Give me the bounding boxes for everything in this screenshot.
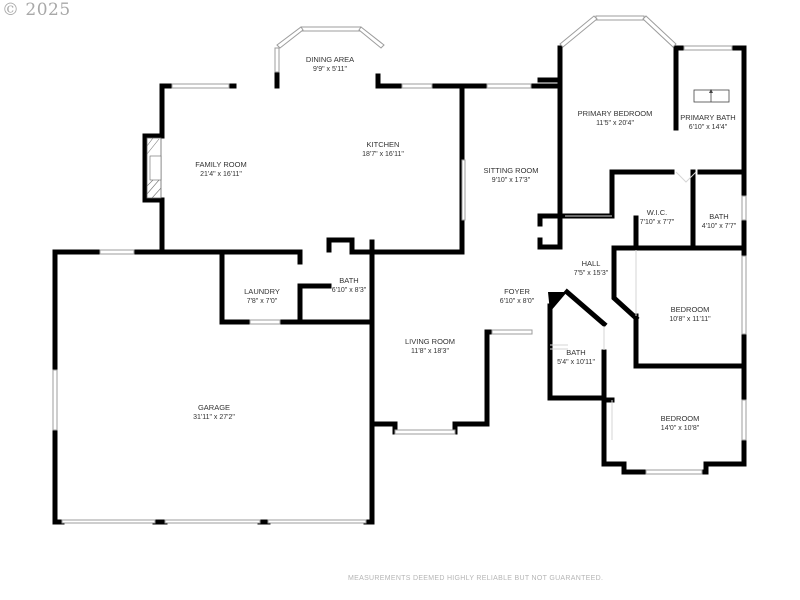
room-dimensions: 7'8" x 7'0"	[246, 298, 278, 305]
fireplace-icon	[146, 137, 162, 199]
room-dimensions: 6'10" x 8'3"	[331, 287, 367, 294]
room-dining-area: DINING AREA 9'9" x 5'11"	[306, 55, 354, 75]
room-dimensions: 31'11" x 27'2"	[193, 414, 235, 421]
copyright-watermark: © 2025	[2, 0, 71, 20]
room-wic: W.I.C. 7'10" x 7'7"	[640, 208, 675, 228]
room-bedroom-2: BEDROOM 14'0" x 10'8"	[661, 414, 700, 434]
foyer-bath-wall-block	[548, 292, 567, 312]
room-bedroom-1: BEDROOM 10'8" x 11'11"	[669, 305, 710, 325]
room-laundry: LAUNDRY 7'8" x 7'0"	[244, 287, 280, 307]
room-kitchen: KITCHEN 18'7" x 16'11"	[362, 140, 404, 160]
room-bath-3: BATH 5'4" x 10'11"	[557, 348, 595, 368]
room-hall: HALL 7'5" x 15'3"	[574, 259, 609, 279]
room-dimensions: 11'8" x 18'3"	[411, 348, 449, 355]
room-name: LIVING ROOM	[404, 337, 456, 346]
room-name: PRIMARY BATH	[680, 113, 736, 122]
room-dimensions: 18'7" x 16'11"	[362, 151, 404, 158]
room-name: W.I.C.	[646, 208, 668, 217]
room-name: FAMILY ROOM	[195, 160, 247, 169]
room-name: BEDROOM	[670, 305, 710, 314]
room-dimensions: 7'5" x 15'3"	[573, 270, 609, 277]
room-name: PRIMARY BEDROOM	[577, 109, 653, 118]
room-name: LAUNDRY	[244, 287, 280, 296]
room-primary-bath: PRIMARY BATH 6'10" x 14'4"	[680, 113, 735, 133]
room-dimensions: 10'8" x 11'11"	[669, 316, 711, 323]
room-dimensions: 9'10" x 17'3"	[491, 177, 531, 184]
room-name: BEDROOM	[660, 414, 700, 423]
room-dimensions: 6'10" x 8'0"	[499, 298, 535, 305]
room-living-room: LIVING ROOM 11'8" x 18'3"	[405, 337, 455, 357]
room-dimensions: 4'10" x 7'7"	[701, 223, 737, 230]
room-name: BATH	[339, 276, 359, 285]
room-family-room: FAMILY ROOM 21'4" x 16'11"	[195, 160, 246, 180]
room-dimensions: 6'10" x 14'4"	[688, 124, 728, 131]
room-dimensions: 7'10" x 7'7"	[639, 219, 675, 226]
room-bath-1: BATH 4'10" x 7'7"	[702, 212, 737, 232]
room-dimensions: 14'0" x 10'8"	[660, 425, 700, 432]
room-name: KITCHEN	[366, 140, 400, 149]
room-name: BATH	[709, 212, 729, 221]
room-name: BATH	[566, 348, 586, 357]
room-name: DINING AREA	[305, 55, 355, 64]
room-foyer: FOYER 6'10" x 8'0"	[500, 287, 535, 307]
windows	[52, 15, 747, 524]
room-dimensions: 21'4" x 16'11"	[200, 171, 242, 178]
room-garage: GARAGE 31'11" x 27'2"	[193, 403, 235, 423]
room-dimensions: 5'4" x 10'11"	[557, 359, 595, 366]
measurement-disclaimer: MEASUREMENTS DEEMED HIGHLY RELIABLE BUT …	[348, 575, 604, 582]
room-name: SITTING ROOM	[483, 166, 539, 175]
room-name: HALL	[581, 259, 601, 268]
room-sitting-room: SITTING ROOM 9'10" x 17'3"	[484, 166, 539, 186]
room-bath-2: BATH 6'10" x 8'3"	[332, 276, 367, 296]
room-dimensions: 11'5" x 20'4"	[596, 120, 634, 127]
room-primary-bedroom: PRIMARY BEDROOM 11'5" x 20'4"	[578, 109, 653, 129]
room-name: FOYER	[504, 287, 530, 296]
room-name: GARAGE	[197, 403, 231, 412]
room-dimensions: 9'9" x 5'11"	[313, 66, 347, 73]
vanity-icon	[693, 89, 730, 103]
